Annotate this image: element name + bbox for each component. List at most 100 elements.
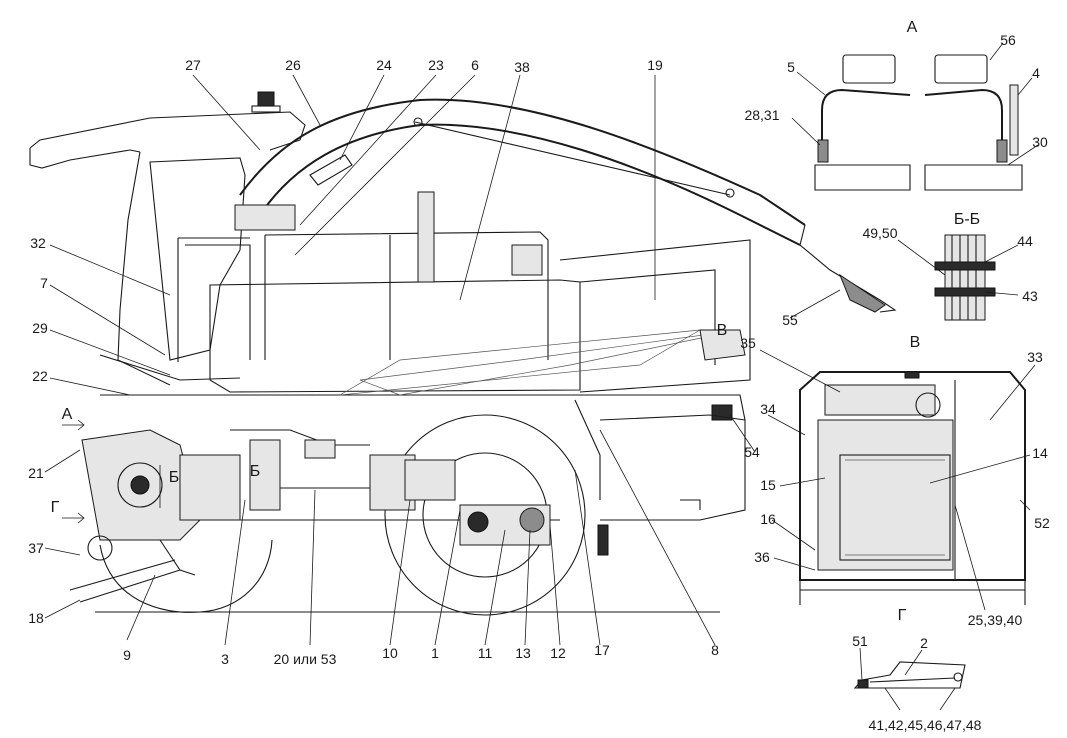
marker-b-right: Б: [250, 463, 261, 480]
callout-17: 17: [594, 642, 610, 658]
view-v-title: В: [910, 334, 921, 351]
callout-7: 7: [40, 275, 48, 291]
callout-34: 34: [760, 401, 776, 417]
callout-49-50: 49,50: [862, 225, 897, 241]
view-arrow-a: [62, 419, 85, 431]
view-a: А 56 5 4 28,31 30: [744, 19, 1048, 191]
callout-30: 30: [1032, 134, 1048, 150]
view-g-part: [853, 661, 966, 689]
cab-railing: [177, 237, 251, 362]
callout-35: 35: [740, 335, 756, 351]
callout-10: 10: [382, 645, 398, 661]
axle-hub: [467, 511, 489, 533]
front-drive-hub: [117, 462, 163, 508]
callout-1: 1: [431, 645, 439, 661]
top-component: [915, 392, 941, 418]
callout-21: 21: [28, 465, 44, 481]
callout-43: 43: [1022, 288, 1038, 304]
callout-6: 6: [471, 57, 479, 73]
view-arrow-g: [62, 512, 85, 524]
spout-cylinder: [309, 154, 353, 186]
arrow-outline: [339, 329, 701, 396]
callout-4: 4: [1032, 65, 1040, 81]
fender-panel: [599, 414, 746, 421]
front-drive-center: [130, 475, 150, 495]
top-compartment: [824, 384, 936, 416]
rear-panel: [579, 269, 716, 365]
mirror-bracket-right: [924, 88, 1003, 145]
mirror-right: [934, 54, 988, 84]
callout-19: 19: [647, 57, 663, 73]
spout-turret: [234, 204, 296, 231]
callout-3: 3: [221, 651, 229, 667]
hydraulic-line: [230, 429, 370, 446]
spout-cable: [414, 121, 731, 196]
rear-wheel-outer: [384, 414, 586, 616]
clamp-left: [817, 139, 829, 163]
engine-hood: [209, 279, 581, 393]
callout-41-42-45-46-47-48: 41,42,45,46,47,48: [869, 717, 982, 733]
clamp-right: [996, 139, 1008, 163]
view-g-pin: [953, 672, 963, 682]
rear-connector: [597, 524, 609, 556]
callout-36: 36: [754, 549, 770, 565]
cab-visor: [29, 148, 141, 169]
callout-8: 8: [711, 642, 719, 658]
main-callouts: 27 26 24 23 6 38 19 32 7 29 22 21 37 18 …: [28, 57, 798, 667]
spout-deflector-plate: [838, 273, 886, 313]
callout-32: 32: [30, 235, 46, 251]
mirror-left: [842, 54, 896, 84]
cab-roof: [29, 111, 306, 151]
callout-13: 13: [515, 645, 531, 661]
callout-51: 51: [852, 633, 868, 649]
hitch-pin: [87, 535, 113, 561]
main-side-view: [29, 91, 897, 616]
view-g-clip: [857, 679, 869, 689]
main-leaders: [44, 74, 841, 646]
callout-27: 27: [185, 57, 201, 73]
section-bb-bolt-lower: [934, 287, 996, 297]
transfer-case: [404, 459, 456, 501]
callout-15: 15: [760, 477, 776, 493]
view-v: В 35 33 34 14 15 52 16 36 25,39,40: [740, 334, 1050, 628]
hitch-arm: [69, 559, 181, 603]
rod-4: [1009, 84, 1019, 156]
hydraulic-block: [249, 439, 281, 511]
air-intake: [511, 244, 543, 276]
callout-5: 5: [787, 59, 795, 75]
lower-frame: [100, 394, 746, 521]
arrow-outline: [359, 329, 741, 396]
section-bb: Б-Б 49,50 44 43: [862, 211, 1038, 321]
callout-11: 11: [478, 645, 493, 661]
spout-upper: [239, 98, 806, 226]
callout-33: 33: [1027, 349, 1043, 365]
callout-25-39-40: 25,39,40: [968, 612, 1023, 628]
callout-29: 29: [32, 320, 48, 336]
callout-22: 22: [32, 368, 48, 384]
callout-2: 2: [920, 635, 928, 651]
callout-20-or-53: 20 или 53: [274, 651, 337, 667]
callout-26: 26: [285, 57, 301, 73]
step-housing: [574, 399, 601, 500]
hydraulic-pump: [304, 439, 336, 459]
cab-window: [149, 157, 246, 361]
frame-stub-right: [924, 164, 1023, 191]
spout-lower: [261, 123, 801, 246]
callout-14: 14: [1032, 445, 1048, 461]
spout-pulley: [413, 117, 423, 127]
view-g: Г 51 2 41,42,45,46,47,48: [852, 607, 981, 733]
beacon-light: [257, 91, 275, 107]
view-g-title: Г: [898, 607, 907, 624]
marker-a: А: [62, 406, 73, 423]
cab-floor: [99, 354, 241, 381]
hitch-link: [159, 539, 196, 576]
tow-hitch: [680, 499, 701, 510]
section-bb-body: [944, 234, 986, 321]
beacon-base: [251, 105, 281, 113]
callout-37: 37: [28, 540, 44, 556]
section-bb-bolt: [934, 261, 996, 271]
callout-23: 23: [428, 57, 444, 73]
grille-frame: [817, 419, 954, 571]
radiator-screen: [839, 454, 951, 561]
